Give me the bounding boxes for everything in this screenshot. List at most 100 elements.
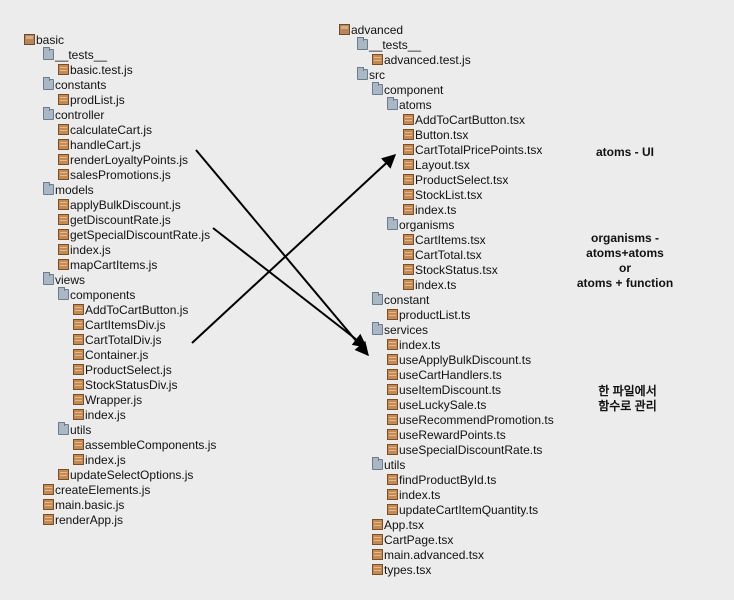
tree-label: updateCartItemQuantity.ts	[399, 503, 539, 517]
file-icon	[403, 249, 414, 260]
folder-icon	[43, 107, 54, 120]
folder-icon	[372, 322, 383, 335]
tree-label: Button.tsx	[415, 128, 469, 142]
folder-icon	[357, 67, 368, 80]
tree-label: StockStatusDiv.js	[85, 378, 178, 392]
tree-label: renderApp.js	[55, 513, 124, 527]
file-icon	[58, 229, 69, 240]
file-icon	[58, 199, 69, 210]
arrow-controller-to-services	[195, 149, 369, 357]
file-icon	[403, 144, 414, 155]
tree-label: advanced.test.js	[384, 53, 471, 67]
annotation-line: 한 파일에서	[598, 384, 657, 398]
annotation-services: 한 파일에서 함수로 관리	[580, 384, 675, 414]
file-icon	[403, 114, 414, 125]
arrow-models-to-services	[212, 227, 368, 348]
tree-label: utils	[384, 458, 406, 472]
file-icon	[387, 309, 398, 320]
file-icon	[43, 514, 54, 525]
file-icon	[372, 54, 383, 65]
tree-label: index.ts	[415, 203, 457, 217]
tree-label: components	[70, 288, 136, 302]
tree-label: useRecommendPromotion.ts	[399, 413, 554, 427]
folder-icon	[372, 82, 383, 95]
file-icon	[387, 369, 398, 380]
folder-icon	[43, 272, 54, 285]
file-icon	[73, 364, 84, 375]
tree-label: mapCartItems.js	[70, 258, 158, 272]
annotation-line: atoms+atoms	[586, 246, 664, 260]
tree-label: useSpecialDiscountRate.ts	[399, 443, 543, 457]
tree-label: basic.test.js	[70, 63, 133, 77]
tree-label: assembleComponents.js	[85, 438, 217, 452]
annotation-line: atoms - UI	[595, 145, 654, 159]
tree-label: organisms	[399, 218, 455, 232]
file-icon	[387, 384, 398, 395]
tree-label: StockStatus.tsx	[415, 263, 498, 277]
file-icon	[372, 519, 383, 530]
tree-label: models	[55, 183, 94, 197]
annotation-line: 함수로 관리	[598, 399, 657, 413]
tree-label: CartTotal.tsx	[415, 248, 482, 262]
tree-label: Container.js	[85, 348, 149, 362]
tree-label: Wrapper.js	[85, 393, 143, 407]
file-icon	[403, 129, 414, 140]
folder-icon	[43, 77, 54, 90]
tree-label: calculateCart.js	[70, 123, 153, 137]
tree-label: CartTotalPricePoints.tsx	[415, 143, 543, 157]
folder-icon	[357, 37, 368, 50]
annotation-line: atoms + function	[576, 276, 674, 290]
tree-label: useRewardPoints.ts	[399, 428, 506, 442]
file-icon	[58, 469, 69, 480]
package-icon	[24, 34, 35, 45]
file-icon	[403, 159, 414, 170]
package-icon	[339, 24, 350, 35]
tree-label: types.tsx	[384, 563, 432, 577]
tree-label: prodList.js	[70, 93, 125, 107]
tree-label: views	[55, 273, 86, 287]
tree-label: App.tsx	[384, 518, 425, 532]
arrow-views-to-atoms	[191, 154, 397, 344]
tree-label: AddToCartButton.js	[85, 303, 189, 317]
tree-label: index.js	[70, 243, 111, 257]
annotation-line: organisms -	[590, 231, 659, 245]
file-icon	[58, 124, 69, 135]
file-icon	[387, 354, 398, 365]
tree-label: main.basic.js	[55, 498, 125, 512]
tree-label: createElements.js	[55, 483, 151, 497]
folder-icon	[387, 97, 398, 110]
file-icon	[73, 439, 84, 450]
file-icon	[73, 394, 84, 405]
tree-label: renderLoyaltyPoints.js	[70, 153, 189, 167]
file-icon	[73, 409, 84, 420]
file-icon	[58, 64, 69, 75]
tree-label: src	[369, 68, 385, 82]
tree-label: AddToCartButton.tsx	[415, 113, 526, 127]
tree-label: salesPromotions.js	[70, 168, 171, 182]
file-icon	[73, 454, 84, 465]
file-icon	[403, 189, 414, 200]
file-icon	[58, 169, 69, 180]
file-icon	[387, 429, 398, 440]
file-icon	[73, 319, 84, 330]
folder-icon	[387, 217, 398, 230]
tree-label: Layout.tsx	[415, 158, 470, 172]
file-icon	[387, 339, 398, 350]
tree-label: CartPage.tsx	[384, 533, 454, 547]
tree-label: findProductById.ts	[399, 473, 497, 487]
tree-label: advanced	[351, 23, 404, 37]
file-icon	[58, 154, 69, 165]
annotation-line: or	[619, 261, 631, 275]
tree-label: basic	[36, 33, 65, 47]
file-icon	[387, 399, 398, 410]
tree-label: constant	[384, 293, 430, 307]
file-icon	[387, 474, 398, 485]
tree-label: atoms	[399, 98, 432, 112]
folder-icon	[372, 292, 383, 305]
folder-icon	[43, 182, 54, 195]
tree-label: services	[384, 323, 429, 337]
file-icon	[58, 139, 69, 150]
folder-icon	[372, 457, 383, 470]
file-icon	[387, 504, 398, 515]
annotation-organisms: organisms - atoms+atoms or atoms + funct…	[560, 231, 690, 291]
